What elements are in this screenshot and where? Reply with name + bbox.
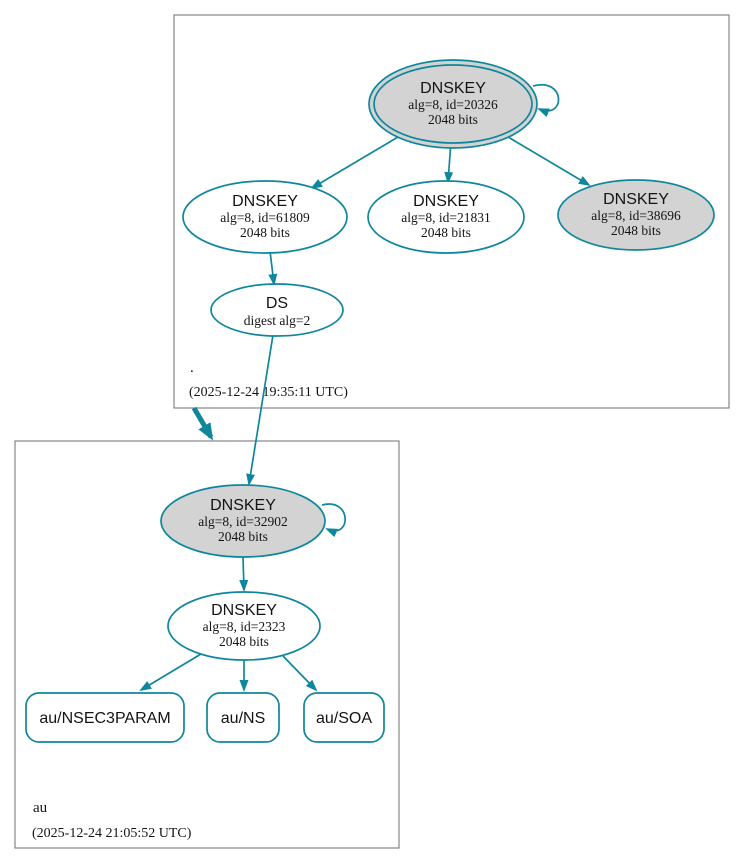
root-key21831-ellipse bbox=[367, 180, 525, 254]
au-zsk-title: DNSKEY bbox=[211, 602, 277, 619]
root-zone-label: . bbox=[190, 360, 194, 376]
delegation-arrow-root-to-au bbox=[191, 406, 214, 441]
root-key38696-title: DNSKEY bbox=[603, 191, 669, 208]
au-zone-timestamp: (2025-12-24 21:05:52 UTC) bbox=[32, 826, 192, 841]
au-ksk-title: DNSKEY bbox=[210, 497, 276, 514]
root-ds-ellipse bbox=[210, 283, 344, 337]
au-zsk-detail: alg=8, id=2323 bbox=[203, 619, 286, 634]
au-ns-node: au/NS bbox=[206, 692, 280, 743]
root-key21831-title: DNSKEY bbox=[413, 193, 479, 210]
edge-root-ksk-to-key21831 bbox=[444, 147, 454, 184]
au-zone-cluster bbox=[14, 440, 400, 849]
au-soa-label: au/SOA bbox=[316, 710, 372, 727]
root-zsk61809-detail: alg=8, id=61809 bbox=[220, 210, 310, 225]
edge-ds-to-au-ksk bbox=[246, 334, 274, 486]
root-key21831-node: DNSKEY alg=8, id=21831 2048 bits bbox=[367, 180, 525, 254]
au-nsec3param-label: au/NSEC3PARAM bbox=[39, 710, 170, 727]
root-key38696-bits: 2048 bits bbox=[611, 223, 661, 238]
root-ksk-bits: 2048 bits bbox=[428, 112, 478, 127]
root-key21831-detail: alg=8, id=21831 bbox=[401, 210, 490, 225]
root-zsk61809-node: DNSKEY alg=8, id=61809 2048 bits bbox=[182, 180, 348, 254]
root-zone-cluster bbox=[173, 14, 730, 409]
edge-zsk61809-to-ds bbox=[268, 250, 278, 286]
au-ns-box bbox=[206, 692, 280, 743]
au-soa-node: au/SOA bbox=[303, 692, 385, 743]
au-nsec3param-box bbox=[25, 692, 185, 743]
au-ksk-node: DNSKEY alg=8, id=32902 2048 bits bbox=[160, 484, 326, 558]
au-zsk-node: DNSKEY alg=8, id=2323 2048 bits bbox=[167, 591, 321, 661]
root-zsk61809-ellipse bbox=[182, 180, 348, 254]
au-nsec3param-node: au/NSEC3PARAM bbox=[25, 692, 185, 743]
au-ns-label: au/NS bbox=[221, 710, 265, 727]
au-zsk-ellipse bbox=[167, 591, 321, 661]
edge-root-ksk-self-loop bbox=[532, 83, 560, 117]
au-ksk-detail: alg=8, id=32902 bbox=[198, 514, 287, 529]
au-zone-label: au bbox=[33, 800, 48, 816]
au-ksk-bits: 2048 bits bbox=[218, 529, 268, 544]
au-ksk-ellipse bbox=[160, 484, 326, 558]
root-key38696-node: DNSKEY alg=8, id=38696 2048 bits bbox=[557, 179, 715, 251]
root-ksk-node: DNSKEY alg=8, id=20326 2048 bits bbox=[368, 59, 538, 149]
edge-au-ksk-self-loop bbox=[321, 503, 346, 538]
root-ds-node: DS digest alg=2 bbox=[210, 283, 344, 337]
au-soa-box bbox=[303, 692, 385, 743]
edge-au-zsk-to-nsec3param bbox=[139, 653, 202, 692]
root-ds-title: DS bbox=[266, 295, 288, 312]
edge-au-zsk-to-soa bbox=[282, 655, 318, 692]
root-key38696-detail: alg=8, id=38696 bbox=[591, 208, 681, 223]
root-key21831-bits: 2048 bits bbox=[421, 225, 471, 240]
au-zsk-bits: 2048 bits bbox=[219, 634, 269, 649]
root-ksk-detail: alg=8, id=20326 bbox=[408, 97, 498, 112]
root-ksk-outer-ellipse bbox=[368, 59, 538, 149]
root-ds-detail: digest alg=2 bbox=[244, 313, 310, 328]
root-ksk-title: DNSKEY bbox=[420, 80, 486, 97]
edge-root-ksk-to-zsk61809 bbox=[310, 136, 399, 190]
root-key38696-ellipse bbox=[557, 179, 715, 251]
edge-root-ksk-to-key38696 bbox=[507, 136, 591, 187]
root-zsk61809-title: DNSKEY bbox=[232, 193, 298, 210]
root-ksk-inner-ellipse bbox=[373, 64, 533, 144]
edge-au-ksk-to-au-zsk bbox=[239, 556, 249, 592]
root-zsk61809-bits: 2048 bits bbox=[240, 225, 290, 240]
root-zone-timestamp: (2025-12-24 19:35:11 UTC) bbox=[189, 385, 348, 400]
